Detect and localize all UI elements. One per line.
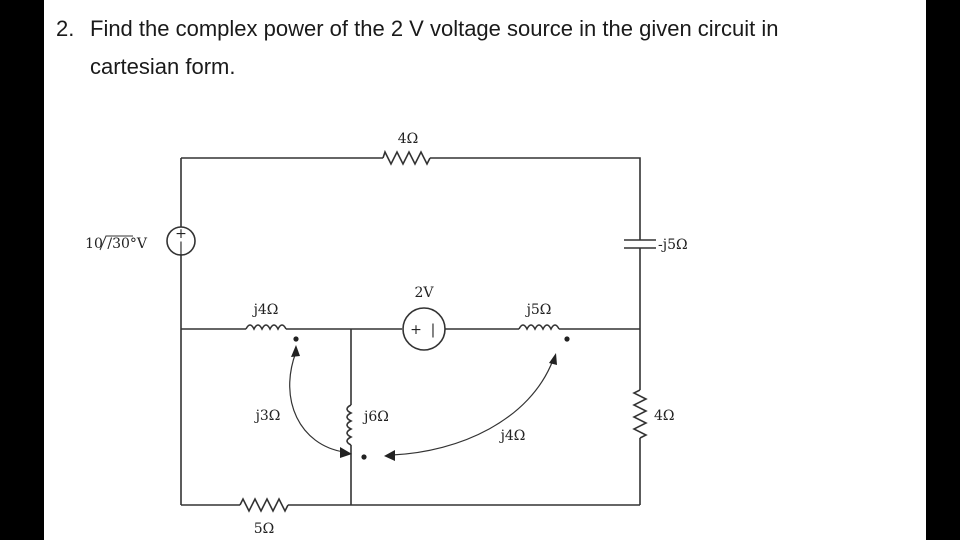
label-source-main: 10 /30°V	[85, 236, 148, 252]
source-plus: +	[175, 226, 187, 242]
dot-j4	[293, 336, 299, 342]
dot-j5	[564, 336, 570, 342]
inductor-j5	[518, 324, 560, 331]
label-m-j4: j4Ω	[499, 428, 526, 444]
page: 2. Find the complex power of the 2 V vol…	[44, 0, 926, 540]
label-r-top: 4Ω	[398, 131, 419, 147]
wire-top-right	[430, 157, 641, 240]
angle-symbol	[99, 235, 133, 251]
question-line-1: Find the complex power of the 2 V voltag…	[90, 16, 779, 41]
label-2v-source: 2V	[414, 285, 434, 301]
mutual-arrow-j3	[289, 351, 345, 453]
question-line-2: cartesian form.	[90, 54, 236, 79]
label-r-right: 4Ω	[654, 408, 675, 424]
label-l-j4: j4Ω	[252, 302, 279, 318]
arrowhead-j4-left	[384, 450, 395, 461]
label-cap-right: -j5Ω	[658, 237, 688, 253]
label-l-j5: j5Ω	[525, 302, 552, 318]
dot-j6	[361, 454, 367, 460]
label-m-j3: j3Ω	[254, 408, 281, 424]
mutual-arrow-j4	[391, 359, 554, 456]
inductor-j6	[346, 404, 353, 446]
source-minus: |	[179, 240, 184, 256]
inductor-j4	[245, 324, 287, 331]
arrowhead-j3-bottom	[340, 447, 352, 458]
capacitor-right	[624, 239, 656, 249]
question-number: 2.	[56, 16, 75, 41]
label-l-j6: j6Ω	[362, 409, 389, 425]
arrowhead-j4-right	[549, 353, 557, 365]
resistor-top-4ohm	[382, 149, 431, 166]
resistor-bottom-5ohm	[239, 497, 289, 513]
arrowhead-j3-top	[291, 345, 300, 357]
label-r-bottom: 5Ω	[254, 521, 275, 537]
src2v-bar: |	[431, 322, 436, 338]
src2v-plus: +	[410, 322, 422, 338]
resistor-right-4ohm	[632, 389, 648, 439]
